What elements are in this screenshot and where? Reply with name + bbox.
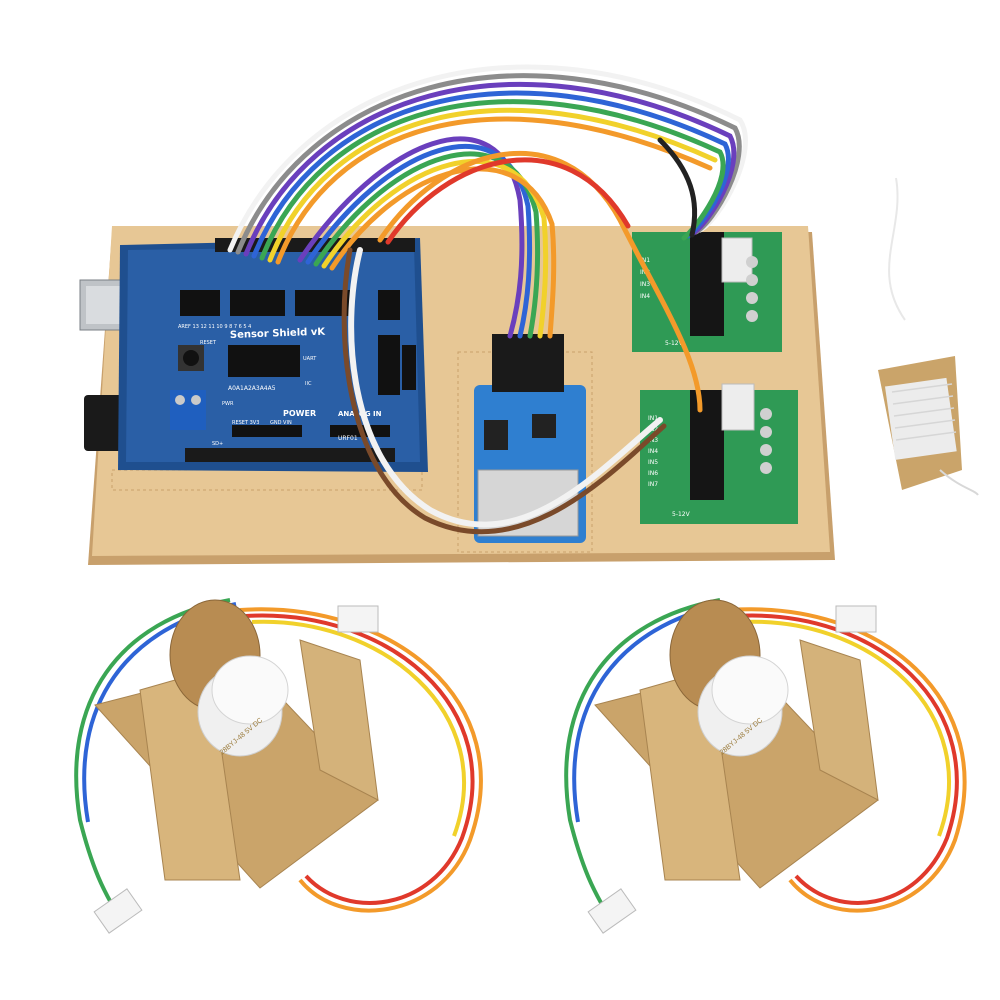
driver-bottom-in5: IN5	[648, 459, 658, 466]
thread-spool	[878, 177, 979, 496]
digital-pins-label: AREF 13 12 11 10 9 8 7 6 5 4	[178, 324, 251, 330]
driver-bottom-in3: IN3	[648, 437, 658, 444]
iic-label: IIC	[305, 381, 312, 387]
analog-label: ANALOG IN	[338, 410, 382, 418]
driver-top-voltage: 5-12V	[665, 340, 684, 347]
reset-pins-label: RESET 3V3	[232, 420, 259, 426]
stepper-driver-bottom: IN1 IN2 IN3 IN4 IN5 IN6 IN7 5-12V	[640, 383, 798, 524]
reset-label: RESET	[200, 340, 217, 346]
stepper-motor-right: 28BYJ-48 5V DC	[564, 598, 967, 934]
shield-title: Sensor Shield vK	[230, 327, 327, 341]
uart-label: UART	[303, 356, 317, 362]
driver-bottom-in4: IN4	[648, 448, 658, 455]
driver-top-in4: IN4	[640, 293, 650, 300]
motor-right-connector	[835, 605, 877, 633]
power-label: POWER	[283, 409, 316, 418]
sd-card-module	[474, 334, 586, 543]
stepper-motor-left: 28BYJ-48 5V DC	[74, 598, 483, 934]
driver-bottom-in7: IN7	[648, 481, 658, 488]
pwr-label: PWR	[222, 401, 234, 407]
motor-left-connector	[337, 605, 379, 633]
analog-pins-label: A0A1A2A3A4A5	[228, 385, 276, 392]
driver-top-in3: IN3	[640, 281, 650, 288]
power-pins-label: GND VIN	[270, 420, 292, 426]
terminal-block	[170, 390, 206, 430]
driver-bottom-voltage: 5-12V	[672, 511, 691, 518]
driver-bottom-in6: IN6	[648, 470, 658, 477]
urf-label: URF01	[338, 435, 358, 442]
ribbon-cables	[227, 64, 748, 535]
arduino-sensor-shield: Sensor Shield vK POWER ANALOG IN A0A1A2A…	[79, 238, 428, 472]
sd-label: SD+	[212, 441, 223, 447]
driver-top-in1: IN1	[640, 257, 650, 264]
stepper-driver-top: IN1 IN2 IN3 IN4 5-12V	[632, 232, 782, 352]
driver-bottom-in1: IN1	[648, 415, 658, 422]
